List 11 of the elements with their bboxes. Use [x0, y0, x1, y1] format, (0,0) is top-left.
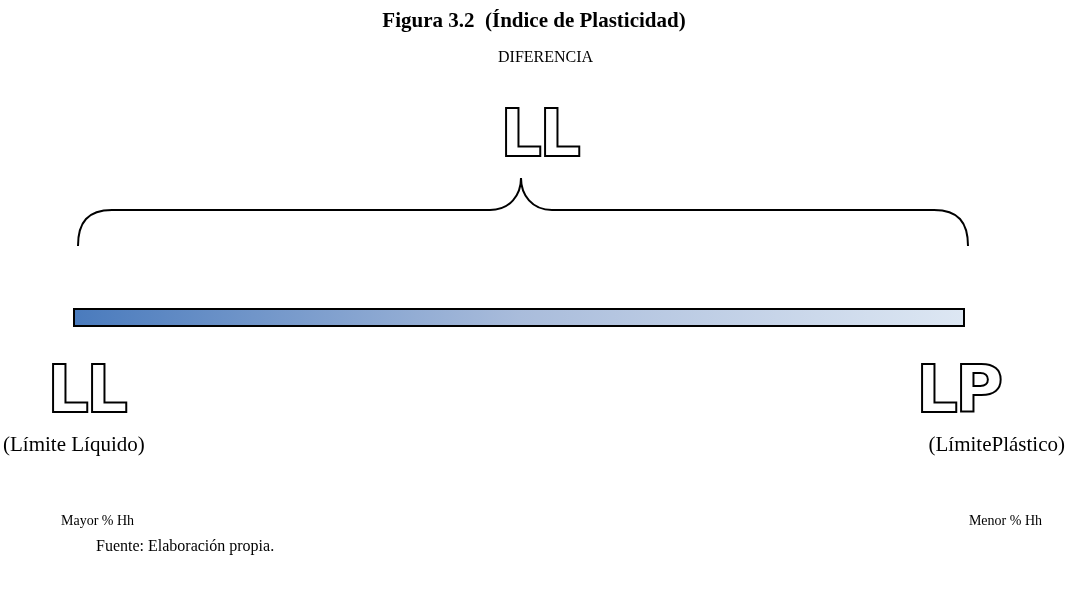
figure-title: Figura 3.2 (Índice de Plasticidad): [381, 10, 687, 31]
limit-label: (LímitePlástico): [928, 434, 1065, 455]
outlined-letters: LL: [47, 357, 126, 423]
note-label: Mayor % Hh: [61, 514, 135, 528]
outlined-letters: LL: [500, 101, 579, 167]
outlined-letters: LP: [916, 357, 1001, 423]
note-label: Menor % Hh: [968, 514, 1042, 528]
limit-label: (Límite Líquido): [3, 434, 145, 455]
gradient-bar: [73, 308, 965, 327]
heading-label: DIFERENCIA: [498, 49, 594, 65]
caption: Fuente: Elaboración propia.: [96, 538, 275, 554]
